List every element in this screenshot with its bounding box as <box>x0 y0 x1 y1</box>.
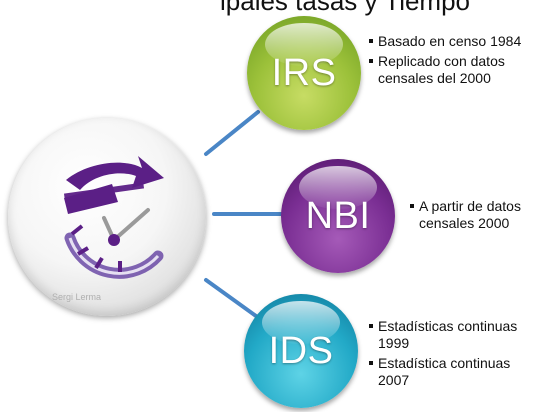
node-ids-label: IDS <box>268 329 334 372</box>
image-credit: Sergi Lerma <box>52 292 102 302</box>
node-nbi: NBI <box>281 159 395 273</box>
bullet-item: Replicado con datos censales del 2000 <box>369 53 539 87</box>
connector-ids <box>204 278 258 318</box>
node-nbi-label: NBI <box>305 194 371 237</box>
clock-icon <box>63 156 164 279</box>
node-ids-bullets: Estadísticas continuas 1999 Estadística … <box>369 318 544 392</box>
clipped-title-text: ipales tasas y Tiempo <box>220 0 471 16</box>
bullet-item: Estadísticas continuas 1999 <box>369 318 544 352</box>
connector-irs <box>204 110 260 156</box>
node-irs: IRS <box>247 16 361 130</box>
node-irs-label: IRS <box>271 51 337 94</box>
bullet-item: A partir de datos censales 2000 <box>410 198 548 232</box>
node-nbi-bullets: A partir de datos censales 2000 <box>410 198 548 235</box>
node-irs-bullets: Basado en censo 1984 Replicado con datos… <box>369 33 539 90</box>
bullet-item: Estadística continuas 2007 <box>369 355 544 389</box>
bullet-item: Basado en censo 1984 <box>369 33 539 50</box>
node-ids: IDS <box>244 294 358 408</box>
central-hub: Sergi Lerma <box>8 118 206 316</box>
